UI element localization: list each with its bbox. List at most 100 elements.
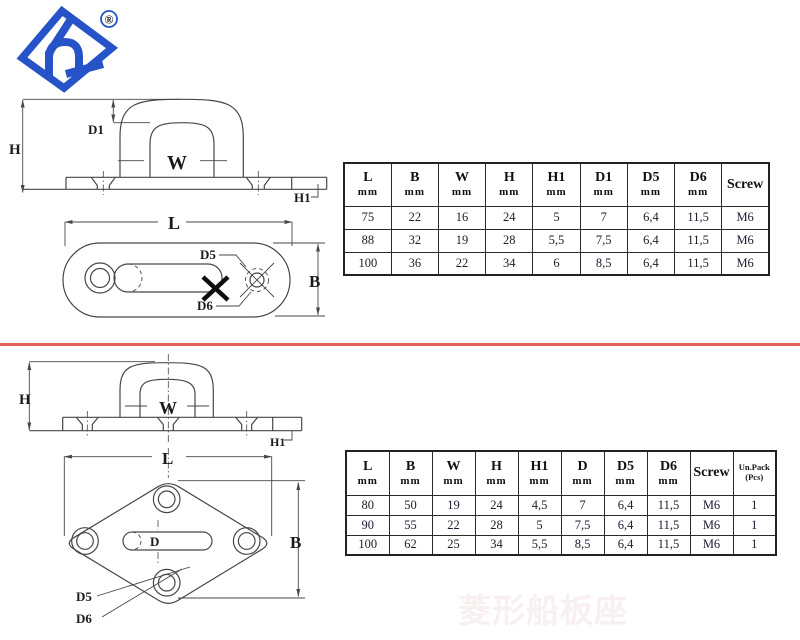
table-cell: 28 (474, 514, 519, 536)
table-cell: 6,4 (626, 205, 676, 230)
table-cell: 90 (345, 514, 390, 536)
drawing-diamond-plan-view: L D B D5 D6 (63, 448, 305, 626)
table-cell: 6,4 (603, 514, 648, 536)
watermark-text: 菱形船板座 (458, 594, 628, 630)
table-cell: 19 (431, 494, 476, 516)
table-cell: M6 (689, 494, 734, 516)
table-cell: 24 (485, 205, 534, 230)
table-cell: 8,5 (560, 534, 605, 556)
table-cell: 50 (388, 494, 433, 516)
table-cell: 11,5 (674, 251, 723, 276)
table-cell: 6,4 (603, 494, 648, 516)
table-cell: 22 (431, 514, 476, 536)
column-header: Screw (721, 162, 770, 207)
table-cell: M6 (721, 251, 770, 276)
table-cell: 1 (732, 534, 777, 556)
table-cell: 34 (485, 251, 534, 276)
table-cell: 6 (532, 251, 581, 276)
table-cell: 19 (437, 228, 487, 253)
table-cell: 11,5 (646, 514, 691, 536)
registered-mark-icon (100, 10, 118, 28)
table-cell: 1 (732, 494, 777, 516)
dim-label-D6: D6 (197, 298, 213, 313)
section-divider-line (0, 343, 800, 346)
table-cell: 6,4 (603, 534, 648, 556)
logo-h-icon (64, 60, 105, 78)
dim-label-W: W (167, 152, 187, 174)
table-cell: 6,4 (626, 251, 676, 276)
table-cell: 5 (532, 205, 581, 230)
dim-label-B: B (290, 533, 301, 552)
table-cell: M6 (721, 228, 770, 253)
dim-label-D: D (150, 534, 159, 549)
table-cell: 62 (388, 534, 433, 556)
table-cell: 5,5 (517, 534, 562, 556)
table-cell: 55 (388, 514, 433, 536)
table-cell: 36 (390, 251, 439, 276)
dim-label-H1: H1 (294, 190, 311, 205)
table-cell: 80 (345, 494, 390, 516)
dim-label-L: L (162, 449, 173, 468)
registered-mark: ® (105, 13, 114, 27)
table-cell: M6 (689, 514, 734, 536)
table-cell: 7 (579, 205, 628, 230)
dim-label-H: H (19, 392, 31, 408)
brand-logo: ® (16, 5, 119, 93)
table-cell: 16 (437, 205, 487, 230)
logo-h-icon (45, 37, 83, 75)
table-cell: 75 (343, 205, 392, 230)
drawing-diamond-side-view: H W H1 (19, 354, 303, 449)
table-cell: 5,5 (532, 228, 581, 253)
table-cell: 11,5 (674, 205, 723, 230)
table-cell: 32 (390, 228, 439, 253)
dim-label-D5: D5 (200, 247, 216, 262)
table-cell: 11,5 (646, 494, 691, 516)
table-cell: 34 (474, 534, 519, 556)
table-cell: 11,5 (674, 228, 723, 253)
table-cell: 7,5 (560, 514, 605, 536)
table-cell: 22 (437, 251, 487, 276)
table-cell: 88 (343, 228, 392, 253)
table-cell: 5 (517, 514, 562, 536)
logo-diamond-icon (16, 5, 119, 93)
dim-label-D5: D5 (76, 589, 92, 604)
table-cell: M6 (689, 534, 734, 556)
dim-label-W: W (159, 398, 177, 418)
table-cell: M6 (721, 205, 770, 230)
table-cell: 7 (560, 494, 605, 516)
table-cell: 100 (345, 534, 390, 556)
table-cell: 25 (431, 534, 476, 556)
table-cell: 1 (732, 514, 777, 536)
dim-label-H: H (9, 142, 21, 158)
table-cell: 8,5 (579, 251, 628, 276)
table-cell: 7,5 (579, 228, 628, 253)
table-cell: 28 (485, 228, 534, 253)
drawing-oblong-plan-view: L D5 D6 B (62, 213, 325, 318)
dim-label-L: L (168, 213, 180, 233)
column-header: Screw (689, 450, 734, 496)
